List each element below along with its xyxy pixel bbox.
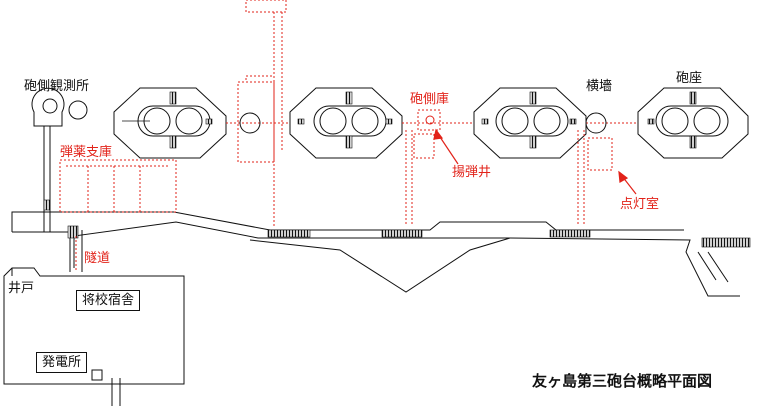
label-gun-side-storage: 砲側庫 xyxy=(410,92,450,107)
emplacement-stairs xyxy=(169,91,697,149)
label-traverse: 横墻 xyxy=(586,79,613,94)
red-small-circle xyxy=(425,115,435,125)
label-observation-post: 砲側観測所 xyxy=(24,79,90,94)
label-officers-quarters: 将校宿舎 xyxy=(76,290,141,311)
label-lift-shaft: 揚弾井 xyxy=(452,165,492,180)
shore-lines xyxy=(697,251,729,283)
gun-emplacement-2 xyxy=(289,87,403,159)
label-tunnel: 隧道 xyxy=(84,251,111,266)
red-circles xyxy=(239,112,607,134)
label-lamp-room: 点灯室 xyxy=(620,197,660,212)
observation-post xyxy=(31,87,88,232)
label-ammo-depot: 弾薬支庫 xyxy=(60,145,113,160)
label-gun-emplacement: 砲座 xyxy=(676,71,703,86)
label-well: 井戸 xyxy=(8,281,35,296)
diagram-title: 友ヶ島第三砲台概略平面図 xyxy=(532,372,713,390)
officers-compound xyxy=(3,267,185,406)
label-power-house: 発電所 xyxy=(36,352,88,373)
trench-stairs xyxy=(43,199,751,248)
leader-arrows xyxy=(433,128,637,195)
trench-walls xyxy=(11,211,740,297)
red-annotations xyxy=(59,0,638,272)
